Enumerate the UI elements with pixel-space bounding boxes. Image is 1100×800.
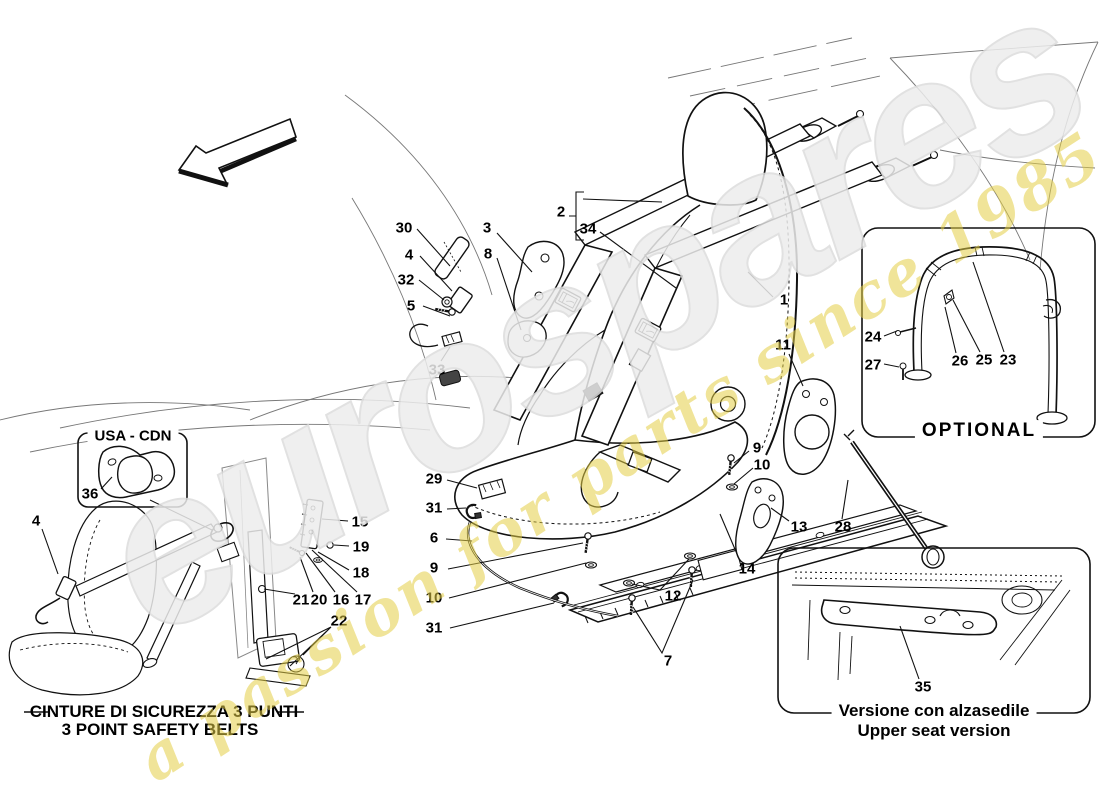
chassis-outline-lines — [0, 37, 1099, 453]
upper-seat-version-box — [777, 547, 1091, 714]
guide-brackets — [507, 240, 565, 358]
left-seat-belt-assembly — [8, 500, 218, 696]
side-plates-and-rod — [735, 378, 945, 569]
usa-cdn-box — [77, 432, 213, 531]
direction-arrow-icon — [177, 117, 297, 188]
harness-straps — [492, 244, 684, 508]
racing-seat — [454, 91, 799, 540]
optional-rollbar-box — [861, 227, 1096, 438]
pillar-belt-hardware — [210, 457, 334, 687]
callout-leader-lines — [41, 191, 1005, 680]
buckle-stalk-parts — [409, 236, 473, 387]
